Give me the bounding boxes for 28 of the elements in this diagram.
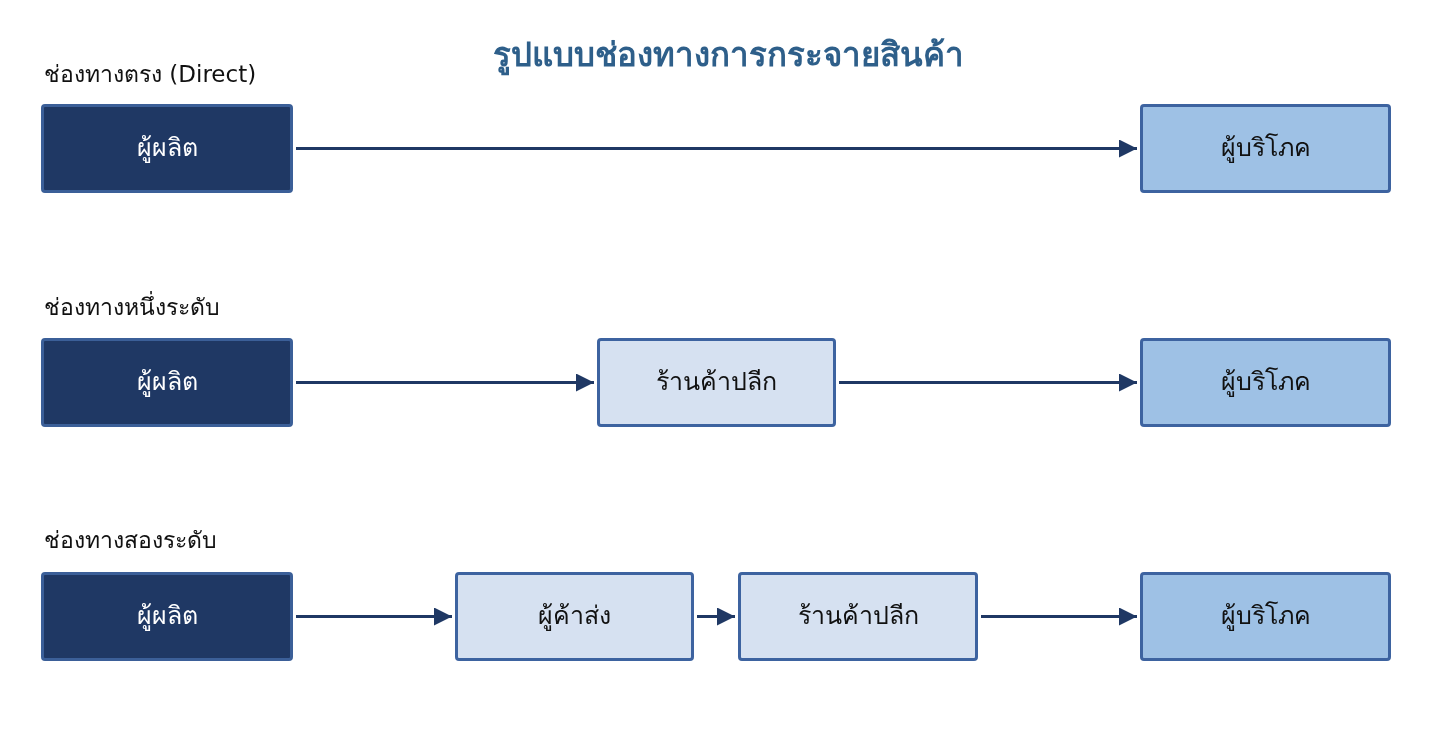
node-label: ผู้บริโภค [1220, 132, 1311, 165]
consumer-box [1140, 104, 1391, 193]
arrow [839, 373, 1137, 392]
node-label: ผู้บริโภค [1220, 600, 1311, 633]
producer-box [41, 338, 293, 427]
node-label: ผู้ค้าส่ง [538, 600, 611, 633]
consumer-box [1140, 338, 1391, 427]
producer-box [41, 572, 293, 661]
producer-box [41, 104, 293, 193]
intermediary-box [738, 572, 978, 661]
node-label: ร้านค้าปลีก [656, 366, 777, 399]
intermediary-box [455, 572, 694, 661]
node-label: ผู้ผลิต [136, 366, 198, 399]
node-label: ผู้บริโภค [1220, 366, 1311, 399]
row-heading: ช่องทางหนึ่งระดับ [44, 293, 220, 323]
node-label: ร้านค้าปลีก [797, 600, 919, 633]
node-label: ผู้ผลิต [136, 600, 198, 633]
consumer-box [1140, 572, 1391, 661]
diagram-title: รูปแบบช่องทางการกระจายสินค้า [492, 35, 964, 74]
arrow [697, 607, 735, 626]
node-label: ผู้ผลิต [136, 132, 198, 165]
arrow [296, 607, 452, 626]
intermediary-box [597, 338, 836, 427]
arrow [296, 139, 1137, 158]
row-heading: ช่องทางสองระดับ [44, 526, 217, 555]
arrow [981, 607, 1137, 626]
arrow [296, 373, 594, 392]
row-heading: ช่องทางตรง (Direct) [44, 60, 257, 89]
